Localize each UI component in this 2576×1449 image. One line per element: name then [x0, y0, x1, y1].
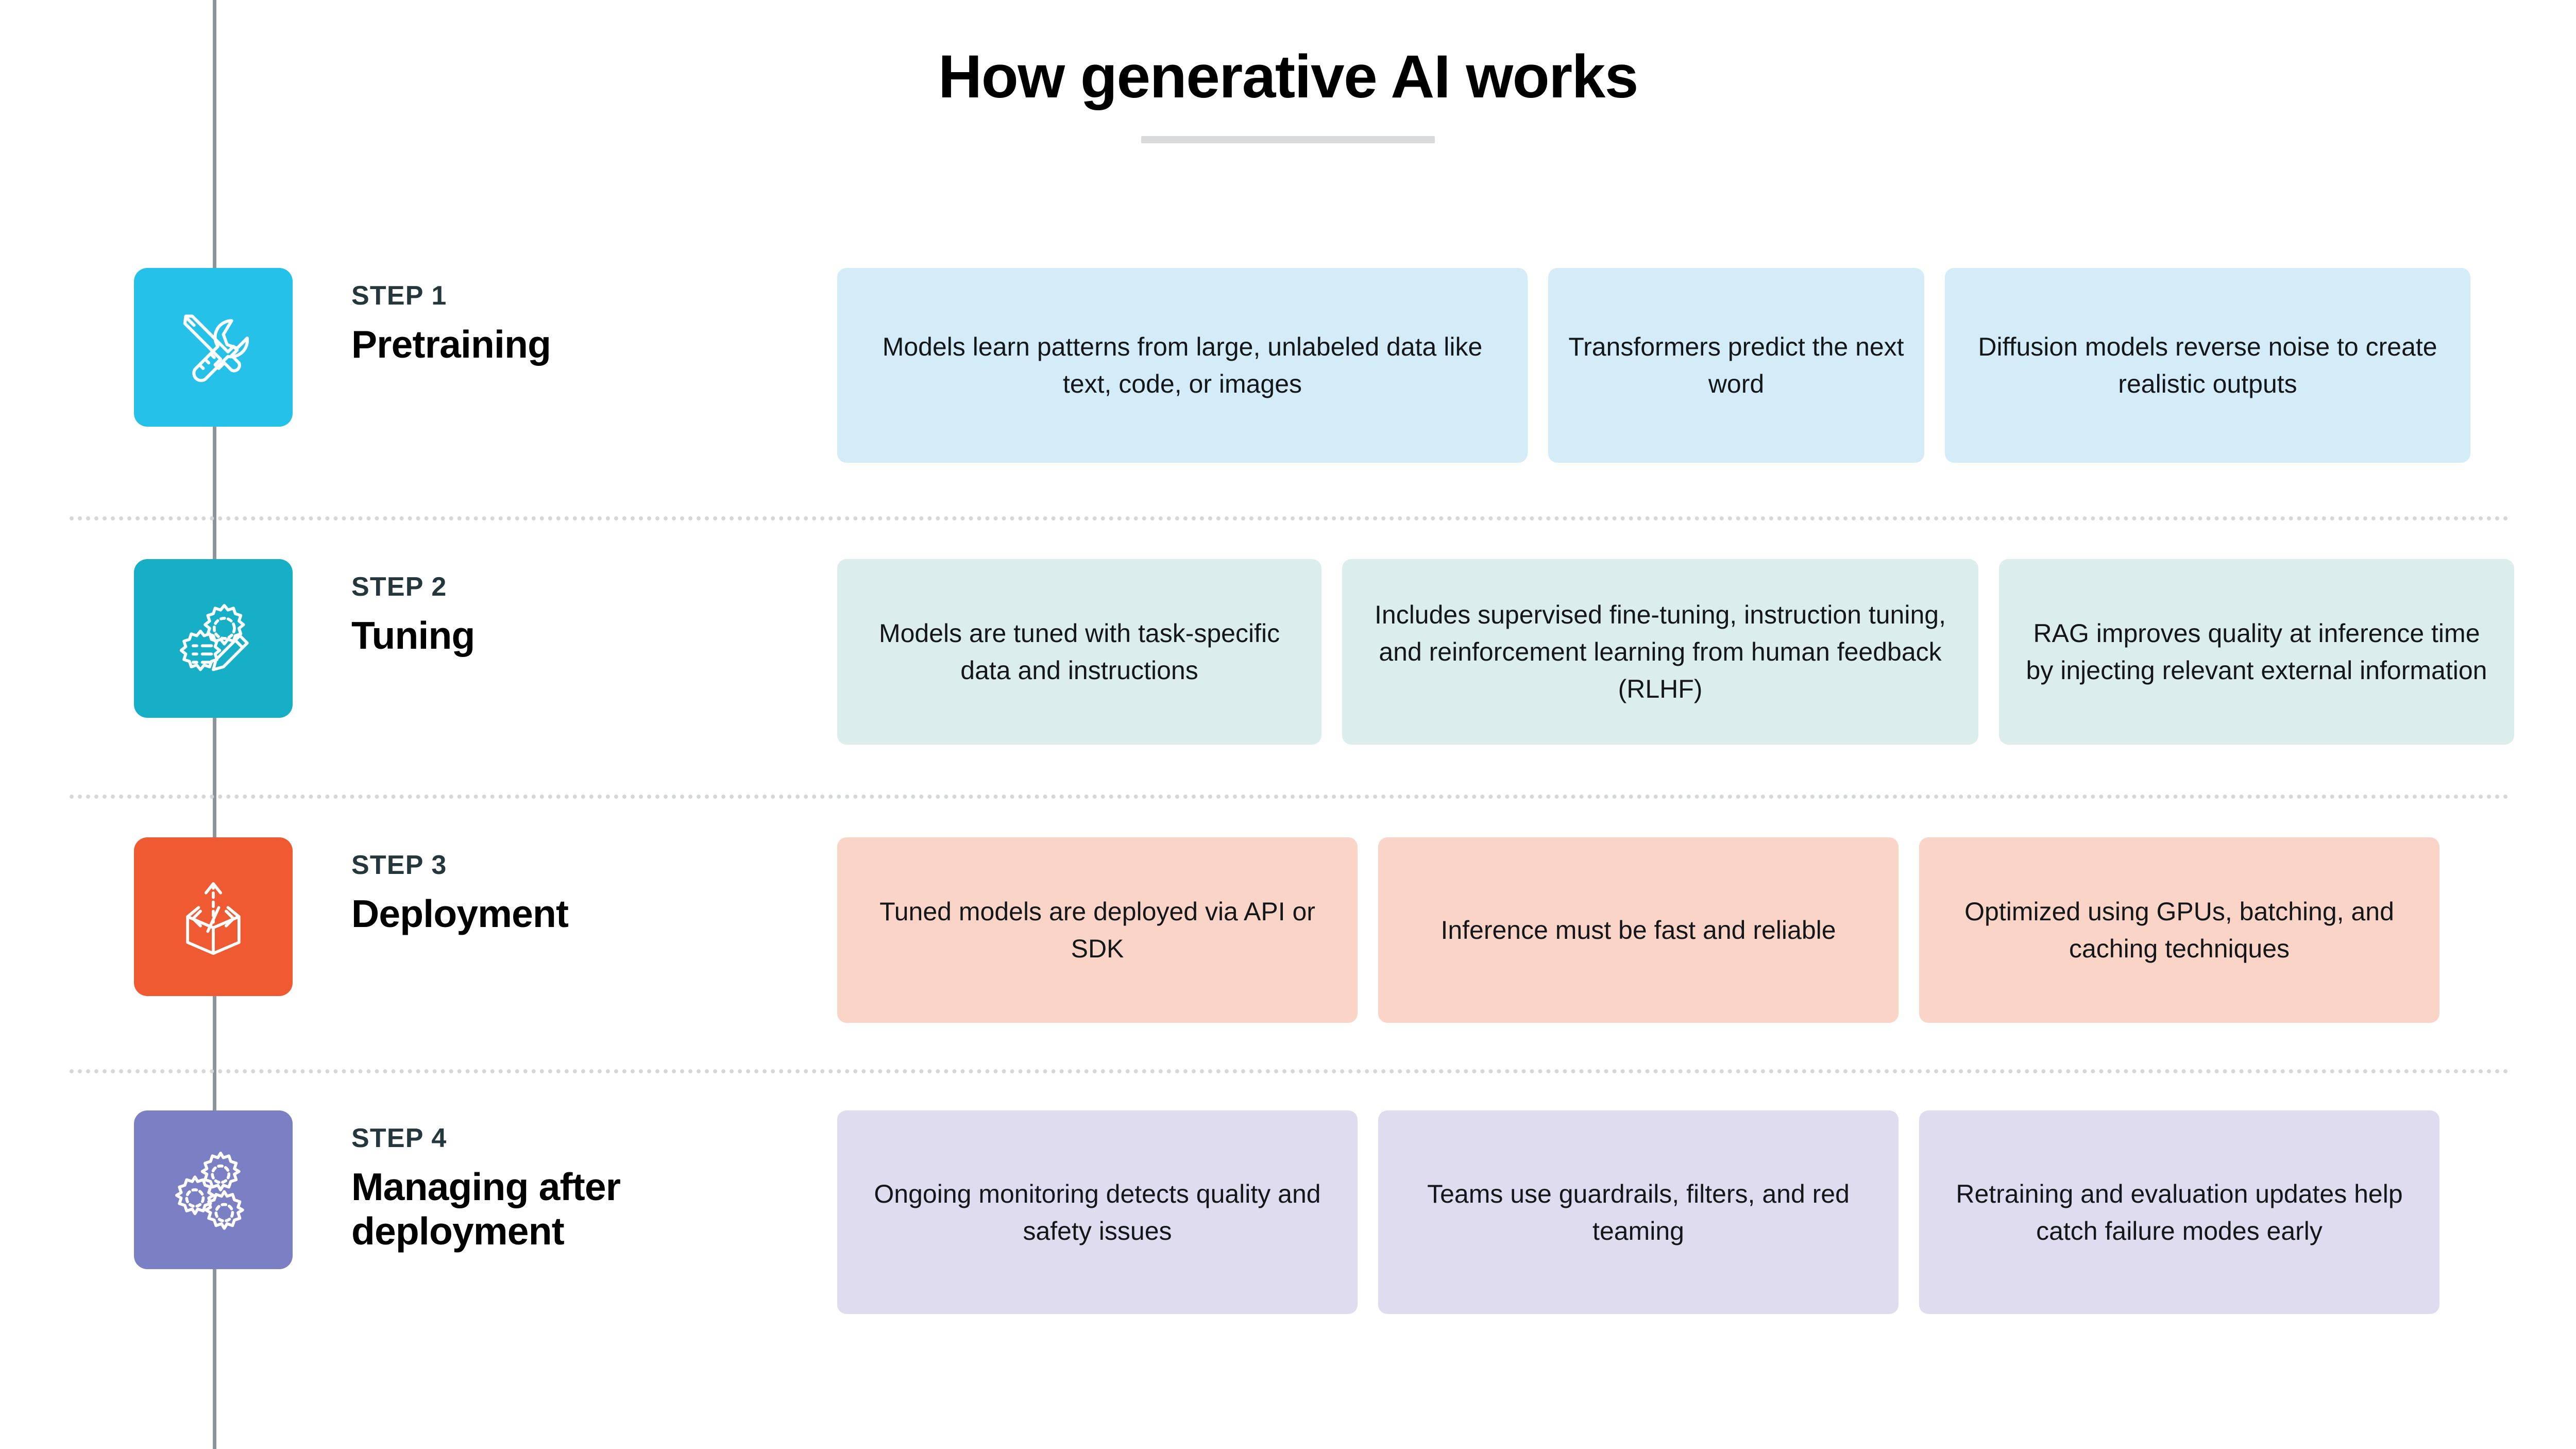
- card-text: Diffusion models reverse noise to create…: [1978, 332, 2437, 398]
- card-text: Models learn patterns from large, unlabe…: [882, 332, 1483, 398]
- step-3-icon-tile[interactable]: [134, 837, 293, 996]
- card-text: Models are tuned with task-specific data…: [878, 619, 1280, 685]
- gears-pencil-icon: [167, 593, 259, 684]
- step-4-text: STEP 4 Managing after deployment: [351, 1125, 805, 1253]
- step-2-card-3[interactable]: RAG improves quality at inference time b…: [1999, 559, 2514, 745]
- step-4-kicker: STEP 4: [351, 1123, 447, 1153]
- step-3-text: STEP 3 Deployment: [351, 852, 805, 936]
- timeline-rail: [213, 0, 216, 1449]
- card-text: RAG improves quality at inference time b…: [2026, 619, 2487, 685]
- step-row-3: STEP 3 Deployment Tuned models are deplo…: [0, 837, 2576, 1023]
- page-title: How generative AI works: [938, 43, 1638, 111]
- step-4-icon-tile[interactable]: [134, 1110, 293, 1269]
- card-text: Teams use guardrails, filters, and red t…: [1427, 1179, 1850, 1245]
- three-gears-icon: [167, 1144, 259, 1236]
- step-2-text: STEP 2 Tuning: [351, 574, 805, 658]
- step-1-card-2[interactable]: Transformers predict the next word: [1548, 268, 1924, 463]
- title-divider: [1141, 136, 1435, 143]
- step-3-kicker: STEP 3: [351, 850, 447, 880]
- step-2-name: Tuning: [351, 614, 475, 657]
- step-1-name: Pretraining: [351, 323, 551, 366]
- card-text: Transformers predict the next word: [1568, 332, 1904, 398]
- step-2-card-2[interactable]: Includes supervised fine-tuning, instruc…: [1342, 559, 1978, 745]
- step-2-icon-tile[interactable]: [134, 559, 293, 718]
- step-4-card-1[interactable]: Ongoing monitoring detects quality and s…: [837, 1110, 1358, 1314]
- card-text: Retraining and evaluation updates help c…: [1956, 1179, 2403, 1245]
- step-row-1: STEP 1 Pretraining Models learn patterns…: [0, 268, 2576, 463]
- step-4-card-2[interactable]: Teams use guardrails, filters, and red t…: [1378, 1110, 1899, 1314]
- step-3-card-1[interactable]: Tuned models are deployed via API or SDK: [837, 837, 1358, 1023]
- step-3-card-2[interactable]: Inference must be fast and reliable: [1378, 837, 1899, 1023]
- step-1-icon-tile[interactable]: [134, 268, 293, 427]
- card-text: Includes supervised fine-tuning, instruc…: [1375, 600, 1946, 703]
- row-separator: [70, 795, 2509, 799]
- card-text: Inference must be fast and reliable: [1440, 916, 1836, 945]
- row-separator: [70, 516, 2509, 520]
- page-header: How generative AI works: [0, 45, 2576, 143]
- card-text: Tuned models are deployed via API or SDK: [879, 897, 1315, 963]
- tools-wrench-screwdriver-icon: [167, 301, 259, 393]
- step-row-4: STEP 4 Managing after deployment Ongoing…: [0, 1110, 2576, 1314]
- open-box-code-arrow-icon: [167, 871, 259, 963]
- card-text: Optimized using GPUs, batching, and cach…: [1964, 897, 2394, 963]
- step-3-card-3[interactable]: Optimized using GPUs, batching, and cach…: [1919, 837, 2439, 1023]
- step-1-text: STEP 1 Pretraining: [351, 282, 805, 367]
- step-1-card-1[interactable]: Models learn patterns from large, unlabe…: [837, 268, 1528, 463]
- step-row-2: STEP 2 Tuning Models are tuned with task…: [0, 559, 2576, 745]
- card-text: Ongoing monitoring detects quality and s…: [874, 1179, 1321, 1245]
- step-4-card-3[interactable]: Retraining and evaluation updates help c…: [1919, 1110, 2439, 1314]
- step-3-cards: Tuned models are deployed via API or SDK…: [837, 837, 2576, 1023]
- step-4-cards: Ongoing monitoring detects quality and s…: [837, 1110, 2576, 1314]
- step-2-kicker: STEP 2: [351, 572, 447, 602]
- step-1-kicker: STEP 1: [351, 281, 447, 311]
- step-3-name: Deployment: [351, 892, 569, 935]
- step-2-card-1[interactable]: Models are tuned with task-specific data…: [837, 559, 1321, 745]
- step-1-card-3[interactable]: Diffusion models reverse noise to create…: [1945, 268, 2470, 463]
- step-1-cards: Models learn patterns from large, unlabe…: [837, 268, 2576, 463]
- step-2-cards: Models are tuned with task-specific data…: [837, 559, 2576, 745]
- step-4-name: Managing after deployment: [351, 1165, 621, 1253]
- row-separator: [70, 1069, 2509, 1073]
